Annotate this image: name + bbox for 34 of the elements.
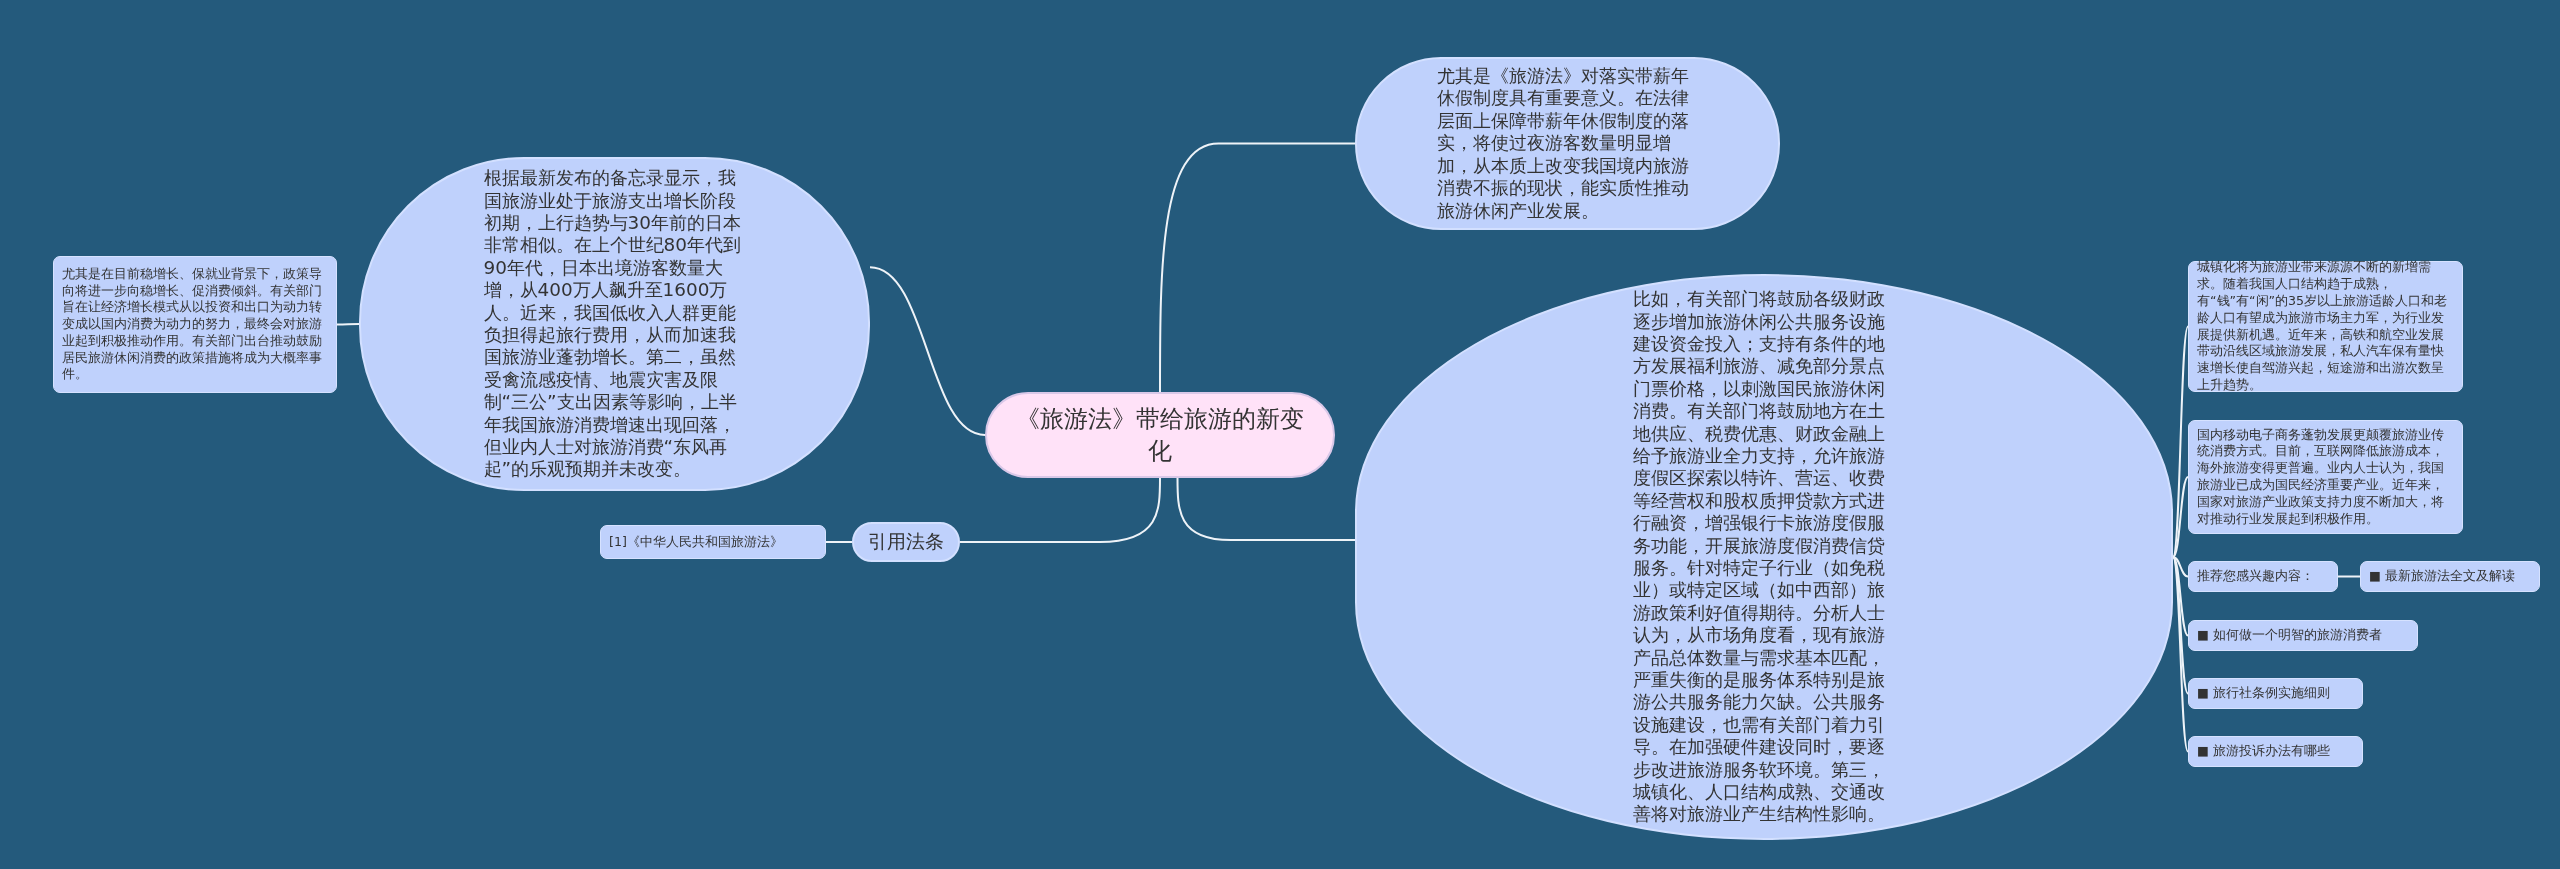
connector-line xyxy=(825,541,853,543)
note-card xyxy=(2188,561,2338,592)
node-text: 推荐您感兴趣内容： xyxy=(2197,568,2315,585)
node-text: 国内移动电子商务蓬勃发展更颠覆旅游业传统消费方式。目前，互联网降低旅游成本，海外旅游变得更普遍。业内人士认为，我国旅游业已成为国民经济重要产业。近年来，国家对旅游产业政策支持力度不断加大，将对推动行业发展起到积极作用。 xyxy=(2197,426,2445,528)
node-text: 《旅游法》带给旅游的新变化 xyxy=(1015,404,1305,467)
connector-line xyxy=(959,477,1161,543)
note-card xyxy=(2188,420,2463,534)
node-text: ■ 旅游投诉办法有哪些 xyxy=(2197,743,2331,760)
link-card xyxy=(2188,736,2363,767)
node-text: 引用法条 xyxy=(867,529,945,554)
connector-line xyxy=(1176,477,1356,541)
link-card xyxy=(2360,561,2540,592)
node-text: [1]《中华人民共和国旅游法》 xyxy=(609,533,784,551)
node-text: ■ 如何做一个明智的旅游消费者 xyxy=(2197,627,2383,644)
connector-line xyxy=(2337,575,2361,578)
connector-line xyxy=(1159,142,1356,393)
connector-line xyxy=(2172,325,2189,558)
node-text: ■ 旅行社条例实施细则 xyxy=(2197,685,2331,702)
link-card xyxy=(2188,678,2363,709)
connector-line xyxy=(336,323,360,326)
node-text: 城镇化将为旅游业带来源源不断的新增需求。随着我国人口结构趋于成熟，有“钱”有“闲”的35岁以上旅游适龄人口和老龄人口有望成为旅游市场主力军，为行业发展提供新机遇。近年来，高铁和航空业发展带动沿线区域旅游发展，私人汽车保有量快速增长使自驾游兴起，短途游和出游次数呈上升趋势。 xyxy=(2197,259,2449,394)
connector-line xyxy=(2172,476,2189,558)
node-text: ■ 最新旅游法全文及解读 xyxy=(2369,568,2516,585)
note-card xyxy=(53,256,337,393)
link-card xyxy=(2188,620,2418,651)
node-text: 尤其是《旅游法》对落实带薪年休假制度具有重要意义。在法律层面上保障带薪年休假制度的落实，将使过夜游客数量明显增加，从本质上改变我国境内旅游消费不振的现状，能实质性推动旅游休闲产业发展。 xyxy=(1436,65,1690,222)
node-text: 尤其是在目前稳增长、保就业背景下，政策导向将进一步向稳增长、促消费倾斜。有关部门旨在让经济增长模式从以投资和出口为动力转变成以国内消费为动力的努力，最终会对旅游业起到积极推动作用。有关部门出台推动鼓励居民旅游休闲消费的政策措施将成为大概率事件。 xyxy=(62,265,323,384)
node-text: 根据最新发布的备忘录显示，我国旅游业处于旅游支出增长阶段初期，上行趋势与30年前的日本非常相似。在上个世纪80年代到90年代，日本出境游客数量大增，从400万人飙升至1600万人。近来，我国低收入人群更能负担得起旅行费用，从而加速我国旅游业蓬勃增长。第二，虽然受禽流感疫情、地震灾害及限制“三公”支出因素等影响，上半年我国旅游消费增速出现回落，但业内人士对旅游消费“东风再起”的乐观预期并未改变。 xyxy=(483,167,742,481)
note-card xyxy=(600,525,826,559)
node-text: 比如，有关部门将鼓励各级财政逐步增加旅游休闲公共服务设施建设资金投入；支持有条件的地方发展福利旅游、减免部分景点门票价格，以刺激国民旅游休闲消费。有关部门将鼓励地方在土地供应、税费优惠、财政金融上给予旅游业全力支持，允许旅游度假区探索以特许、营运、收费等经营权和股权质押贷款方式进行融资，增强银行卡旅游度假服务功能，开展旅游度假消费信贷服务。针对特定子行业（如免税业）或特定区域（如中西部）旅游政策利好值得期待。分析人士认为，从市场角度看，现有旅游产品总体数量与需求基本匹配，严重失衡的是服务体系特别是旅游公共服务能力欠缺。公共服务设施建设，也需有关部门着力引导。在加强硬件建设同时，要逐步改进旅游服务软环境。第三，城镇化、人口结构成熟、交通改善将对旅游业产生结构性影响。 xyxy=(1633,288,1886,826)
connector-line xyxy=(2172,556,2189,578)
connector-line xyxy=(2172,556,2189,637)
connector-line xyxy=(869,266,986,436)
topic-bubble xyxy=(852,522,960,562)
